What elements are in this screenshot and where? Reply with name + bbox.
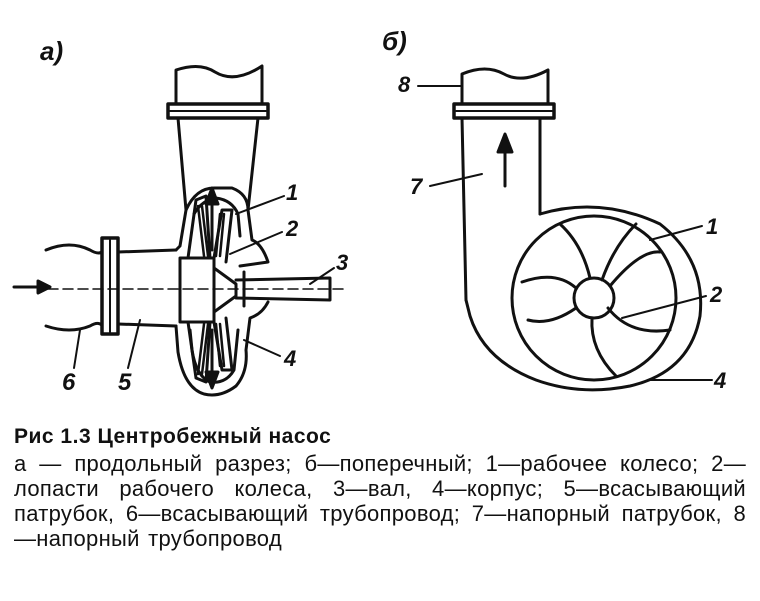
a-discharge-nozzle bbox=[176, 116, 260, 212]
b-impeller-blades bbox=[520, 222, 672, 378]
panel-a bbox=[12, 64, 347, 397]
a-suction-nozzle bbox=[116, 248, 178, 328]
figure-caption: Рис 1.3 Центробежный насос а — продольны… bbox=[14, 424, 746, 551]
a-impeller-blades bbox=[196, 204, 226, 376]
a-impeller-hub bbox=[178, 256, 216, 324]
a-casing bbox=[174, 186, 270, 397]
a-discharge-pipe bbox=[174, 64, 264, 106]
b-label-1: 1 bbox=[706, 214, 718, 239]
panel-b-label: б) bbox=[382, 26, 407, 56]
a-label-1: 1 bbox=[286, 180, 298, 205]
b-label-2: 2 bbox=[709, 282, 723, 307]
a-suction-pipe bbox=[44, 243, 106, 332]
b-discharge-pipe bbox=[460, 67, 550, 106]
pump-figure: а) 1 2 3 4 5 6 bbox=[12, 26, 726, 397]
a-impeller-disc-left bbox=[186, 194, 212, 384]
panel-b bbox=[417, 67, 713, 392]
a-label-6: 6 bbox=[62, 369, 76, 396]
a-hub-cone bbox=[212, 266, 238, 314]
b-leaders bbox=[417, 85, 713, 381]
a-leaders bbox=[73, 195, 335, 369]
b-impeller-hub bbox=[572, 276, 616, 320]
a-label-3: 3 bbox=[336, 250, 348, 275]
b-volute-outer bbox=[464, 205, 703, 392]
caption-title: Рис 1.3 Центробежный насос bbox=[14, 425, 332, 448]
b-nozzle-left bbox=[460, 116, 468, 302]
b-label-8: 8 bbox=[398, 72, 411, 97]
panel-a-label: а) bbox=[40, 36, 63, 66]
pump-diagram: а) 1 2 3 4 5 6 bbox=[12, 26, 726, 397]
b-up-arrow-head bbox=[496, 132, 514, 154]
b-label-7: 7 bbox=[410, 174, 424, 199]
a-label-5: 5 bbox=[118, 369, 132, 396]
a-label-4: 4 bbox=[283, 346, 296, 371]
a-down-arrow-head bbox=[204, 370, 220, 390]
a-label-2: 2 bbox=[285, 216, 299, 241]
caption-body: а — продольный разрез; б—поперечный; 1—р… bbox=[14, 451, 746, 551]
a-shaft bbox=[234, 276, 332, 302]
b-impeller-outer bbox=[510, 214, 678, 382]
b-label-4: 4 bbox=[713, 368, 726, 393]
a-up-arrow-head bbox=[204, 186, 220, 206]
a-inlet-arrow-head bbox=[36, 279, 52, 295]
